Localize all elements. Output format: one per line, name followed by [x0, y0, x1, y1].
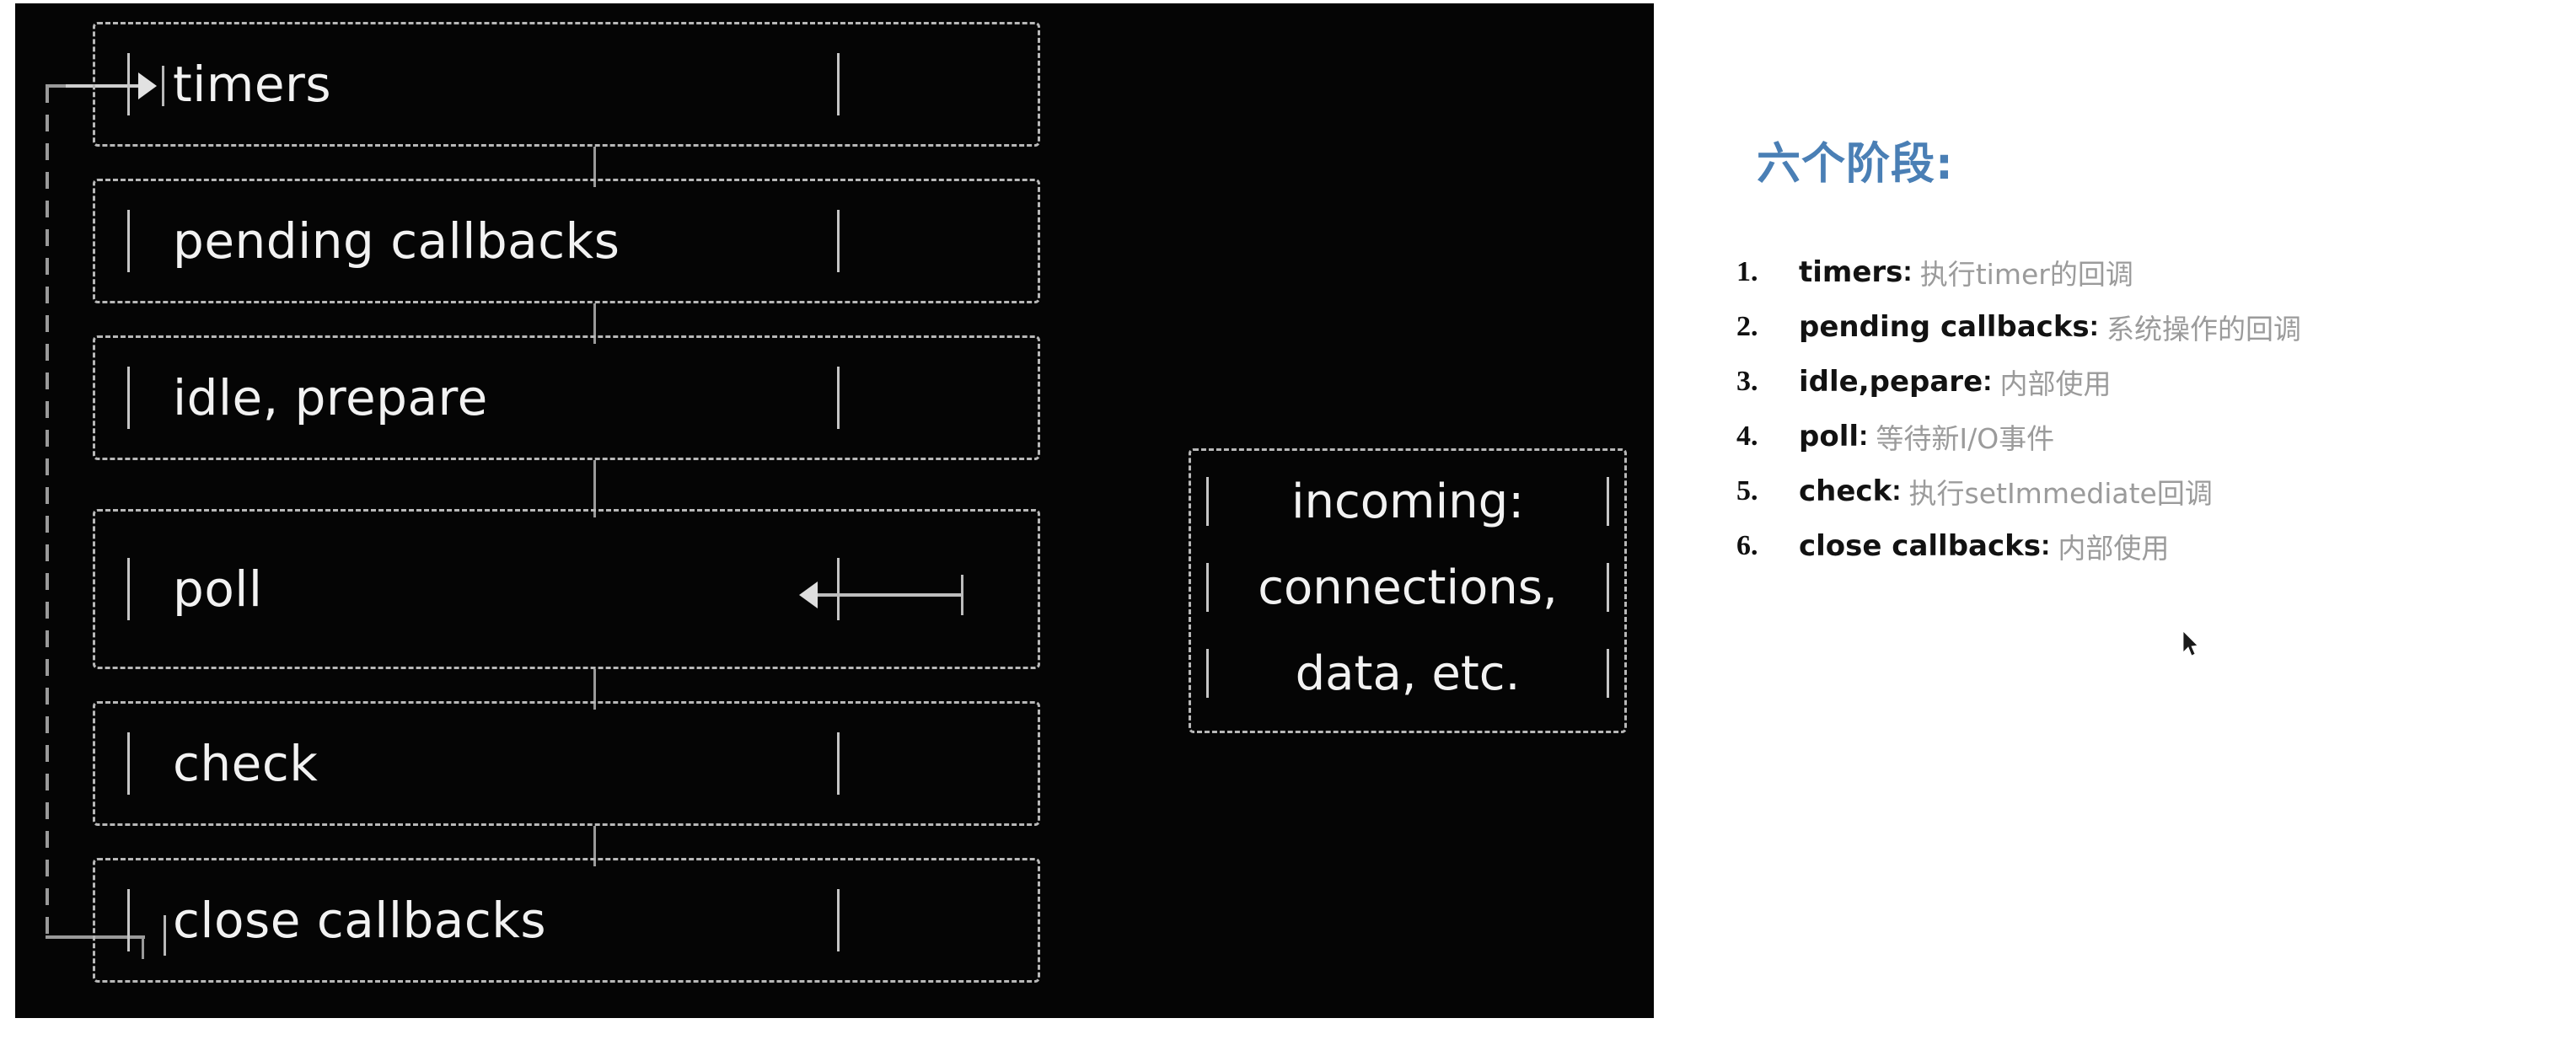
list-item: 4. poll : 等待新I/O事件	[1736, 409, 2563, 464]
box-bar-right	[837, 53, 840, 115]
list-item-name: pending callbacks	[1799, 309, 2090, 344]
box-bar-right	[837, 732, 840, 795]
loop-rail-bottom-segment	[46, 935, 145, 939]
list-item-colon: :	[1859, 420, 1869, 452]
connector-poll-to-check	[593, 669, 596, 710]
phase-box-check[interactable]: check	[93, 701, 1040, 826]
list-item-number: 3.	[1736, 365, 1758, 397]
box-bar-left	[127, 558, 130, 620]
phase-label-check: check	[173, 735, 319, 792]
phase-box-close-callbacks[interactable]: close callbacks	[93, 858, 1040, 983]
side-bar-left	[1206, 563, 1209, 612]
connector-idle-to-poll	[593, 460, 596, 517]
phase-list: 1. timers : 执行timer的回调 2. pending callba…	[1736, 244, 2563, 573]
list-item-number: 4.	[1736, 420, 1758, 452]
list-item-description: 系统操作的回调	[2106, 312, 2301, 346]
box-bar-right	[837, 367, 840, 429]
connector-check-to-close	[593, 826, 596, 866]
side-box-line: incoming:	[1191, 464, 1624, 539]
phase-box-idle-prepare[interactable]: idle, prepare	[93, 335, 1040, 460]
poll-incoming-arrow-tail-tick	[961, 575, 963, 615]
side-bar-left	[1206, 649, 1209, 698]
connector-timers-to-pending	[593, 147, 596, 187]
phase-label-poll: poll	[173, 560, 263, 618]
box-bar-left	[127, 210, 130, 272]
list-item-name: close callbacks	[1799, 528, 2041, 563]
list-item: 6. close callbacks : 内部使用	[1736, 518, 2563, 573]
list-item-name: timers	[1799, 255, 1903, 289]
list-item-number: 2.	[1736, 310, 1758, 342]
list-item-name: idle,pepare	[1799, 364, 1983, 399]
phase-label-idle-prepare: idle, prepare	[173, 369, 488, 426]
list-item-number: 1.	[1736, 255, 1758, 287]
phase-box-poll[interactable]: poll	[93, 509, 1040, 669]
list-item-colon: :	[2089, 310, 2099, 342]
list-item-number: 6.	[1736, 529, 1758, 561]
list-item: 5. check : 执行setImmediate回调	[1736, 464, 2563, 518]
phase-label-close-callbacks: close callbacks	[173, 892, 547, 949]
incoming-connections-box[interactable]: incoming: connections, data, etc.	[1189, 448, 1627, 733]
timers-entry-tick	[162, 66, 164, 106]
notes-panel: 六个阶段: 1. timers : 执行timer的回调 2. pending …	[1720, 0, 2576, 1045]
list-item-name: check	[1799, 474, 1892, 508]
poll-incoming-arrow-head-icon	[799, 581, 818, 608]
list-item: 1. timers : 执行timer的回调	[1736, 244, 2563, 299]
box-bar-left	[127, 889, 130, 951]
loop-rail-vertical	[46, 86, 49, 939]
connector-pending-to-idle	[593, 303, 596, 344]
side-bar-left	[1206, 477, 1209, 526]
side-box-line: connections,	[1191, 550, 1624, 624]
close-callbacks-return-stub	[142, 935, 144, 959]
phase-box-inner: pending callbacks	[95, 181, 1038, 301]
entry-arrow-line	[66, 84, 143, 88]
list-item-colon: :	[1892, 474, 1902, 506]
side-box-line: data, etc.	[1191, 636, 1624, 710]
notes-title: 六个阶段:	[1757, 139, 1954, 190]
box-bar-left	[127, 367, 130, 429]
list-item-colon: :	[2041, 529, 2051, 561]
close-callbacks-entry-tick	[164, 915, 166, 956]
list-item-description: 执行setImmediate回调	[1908, 476, 2213, 510]
event-loop-diagram-panel: timers pending callbacks idle, prepare	[15, 3, 1654, 1018]
phase-label-pending-callbacks: pending callbacks	[173, 212, 620, 270]
phase-box-timers[interactable]: timers	[93, 22, 1040, 147]
list-item-description: 执行timer的回调	[1919, 257, 2133, 291]
poll-incoming-arrow-line	[818, 593, 963, 597]
entry-arrow-head-icon	[138, 72, 157, 99]
phase-box-inner: idle, prepare	[95, 338, 1038, 458]
list-item: 3. idle,pepare : 内部使用	[1736, 354, 2563, 409]
box-bar-left	[127, 732, 130, 795]
side-bar-right	[1607, 477, 1609, 526]
side-box-text-data-etc: data, etc.	[1295, 646, 1521, 701]
list-item-description: 等待新I/O事件	[1876, 421, 2055, 455]
phase-box-pending-callbacks[interactable]: pending callbacks	[93, 179, 1040, 303]
list-item-number: 5.	[1736, 474, 1758, 506]
box-bar-right	[837, 889, 840, 951]
phase-box-inner: timers	[95, 24, 1038, 144]
list-item-colon: :	[1983, 365, 1993, 397]
side-box-text-incoming: incoming:	[1291, 474, 1525, 529]
phase-box-inner: check	[95, 704, 1038, 823]
box-bar-right	[837, 558, 840, 620]
list-item-colon: :	[1902, 255, 1913, 287]
phase-box-inner: close callbacks	[95, 860, 1038, 980]
side-bar-right	[1607, 563, 1609, 612]
list-item-description: 内部使用	[1999, 367, 2112, 400]
list-item: 2. pending callbacks : 系统操作的回调	[1736, 299, 2563, 354]
list-item-name: poll	[1799, 419, 1860, 453]
phase-label-timers: timers	[173, 56, 332, 113]
box-bar-left	[127, 53, 130, 115]
phase-box-inner: poll	[95, 512, 1038, 667]
side-bar-right	[1607, 649, 1609, 698]
side-box-text-connections: connections,	[1258, 560, 1558, 615]
box-bar-right	[837, 210, 840, 272]
list-item-description: 内部使用	[2058, 531, 2170, 565]
